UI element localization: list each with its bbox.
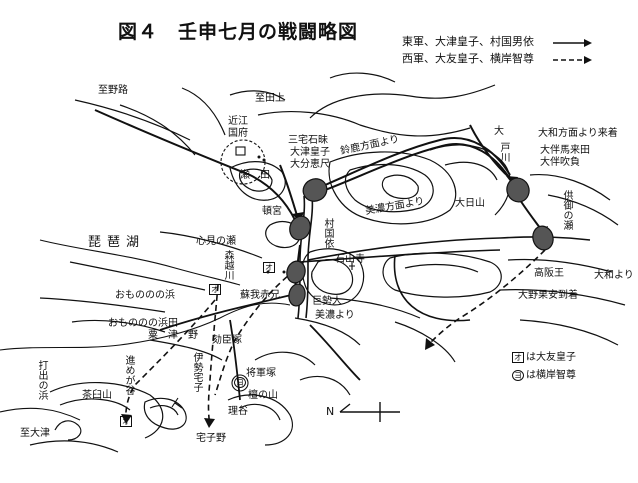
label-hasatsuka: 劾臣塚 [212, 335, 242, 346]
marker-otomo-1: オ [263, 262, 277, 273]
north-arrow [339, 402, 400, 422]
yokogishi-badge: ヨ [512, 370, 524, 381]
otomo-badge: オ [512, 352, 524, 363]
label-takasakao: 高阪王 [534, 268, 564, 279]
label-biwako: 琵琶湖 [88, 235, 146, 250]
label-awazu: 粟 津 野 [148, 330, 198, 341]
label-shogunzuka: 将軍塚 [246, 368, 276, 379]
east-army-route [94, 109, 544, 291]
note-otomo: オは大友皇子 [512, 352, 576, 363]
label-oto: 大 [494, 126, 504, 137]
label-omonono2: おもののの浜田 [108, 318, 178, 329]
yokogishi-badge: ヨ [234, 377, 246, 388]
label-shinobiji: 至野路 [98, 85, 128, 96]
label-uchide: 打出の浜 [36, 360, 47, 400]
label-susume: 進めが谷 [123, 355, 134, 395]
marker-otomo-2: オ [209, 284, 223, 295]
note-yokogishi-text: は横岸智尊 [526, 370, 576, 381]
label-shitakami: 至田上 [255, 93, 285, 104]
label-bun-esaka: 大分恵尺 [290, 159, 330, 170]
label-morikoshi: 森越川 [222, 250, 233, 280]
lake-shore [0, 239, 291, 421]
legend-west: 西軍、大友皇子、横岸智尊 [402, 52, 534, 65]
label-mino-yori2: 美濃より [315, 310, 355, 321]
otomo-badge: オ [263, 262, 275, 273]
note-yokogishi: ヨは横岸智尊 [512, 370, 576, 381]
label-chausuyama: 茶臼山 [82, 390, 112, 401]
otomo-badge: オ [209, 284, 221, 295]
legend-arrowheads [584, 39, 592, 64]
label-kyogo-no-se: 供御の瀬 [561, 190, 572, 230]
note-otomo-text: は大友皇子 [526, 352, 576, 363]
label-yamato-kita: 大和方面より来着 [538, 128, 618, 139]
label-sonoyama: 檀の山 [248, 390, 278, 401]
map-title: 図４ 壬申七月の戦闘略図 [118, 21, 359, 43]
label-seta: 瀬 田 [240, 170, 270, 181]
label-yoriniya: 頓宮 [262, 206, 282, 217]
terrain-lines [29, 72, 626, 453]
label-takonono: 宅子野 [196, 433, 226, 444]
label-otomo-fuki: 大伴吹負 [540, 157, 580, 168]
marker-yokogishi: ヨ [234, 377, 248, 388]
label-tokawa: 戸川 [498, 142, 509, 162]
legend-lines [553, 42, 590, 61]
label-kose-hito: 巨勢人 [312, 296, 342, 307]
map-markers [171, 139, 355, 409]
label-ishiyama: 石山寺 [335, 254, 365, 265]
otomo-badge: オ [120, 416, 132, 427]
label-ise-yako: 伊勢宅子 [191, 352, 202, 392]
marker-otomo-3: オ [120, 416, 134, 427]
label-oumi-kokufu: 近江国府 [228, 116, 248, 139]
label-muraguni: 村国依 [322, 218, 333, 248]
label-kokoro-no-se: 心見の瀬 [196, 236, 236, 247]
label-sogashi: 蘇我赤兄 [240, 290, 280, 301]
label-shiotsu: 至大津 [20, 428, 50, 439]
label-onohate: 大野果安到着 [518, 290, 578, 301]
west-army-route [125, 249, 546, 426]
north-label: N [326, 405, 335, 418]
legend-east: 東軍、大津皇子、村国男依 [402, 35, 534, 48]
label-otomo-mau: 大伴馬来田 [540, 145, 590, 156]
label-sanmaki: 三宅石昧 [288, 135, 328, 146]
label-yamato-yori: 大和より [594, 270, 634, 281]
battle-sites [286, 177, 554, 307]
label-omonono: おもののの浜 [115, 290, 175, 301]
label-ohiyama: 大日山 [455, 198, 485, 209]
label-otsu-miko: 大津皇子 [290, 147, 330, 158]
label-riya: 理谷 [228, 406, 248, 417]
